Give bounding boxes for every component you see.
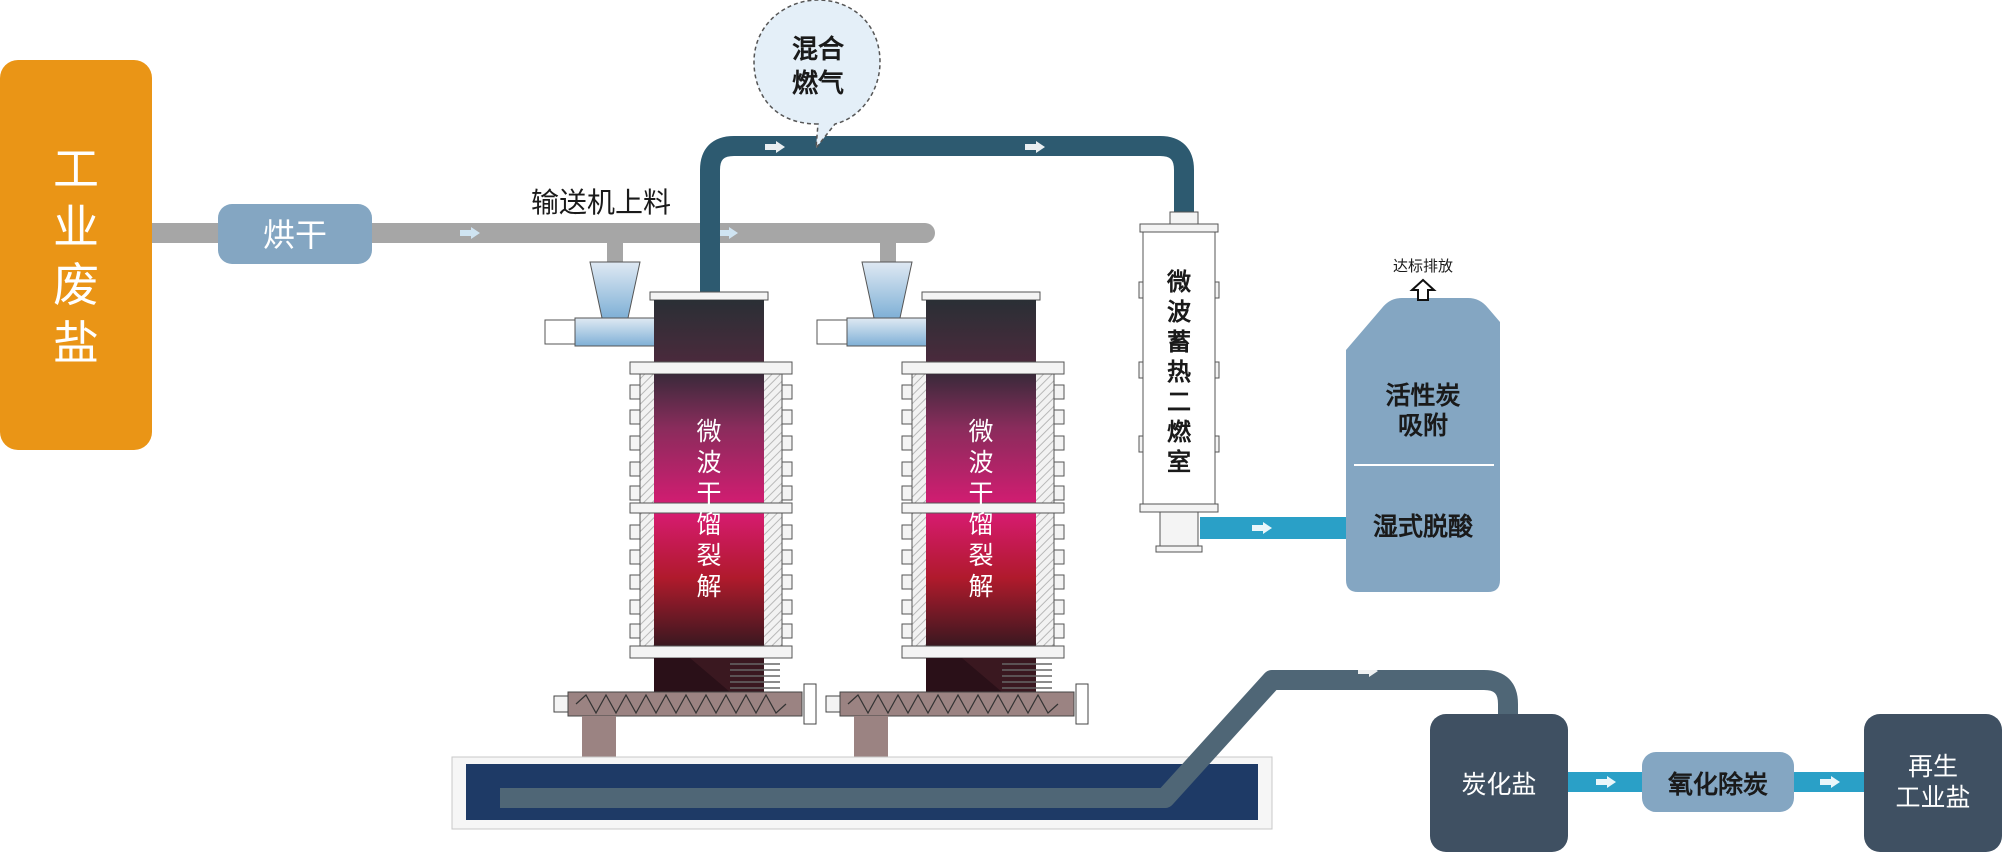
reactor-1-label-3: 干 <box>696 479 721 508</box>
reactor-1-label-2: 波 <box>696 448 721 477</box>
chamber-label-1: 微 <box>1166 268 1191 296</box>
chamber-label-7: 室 <box>1167 448 1191 476</box>
emission-label: 达标排放 <box>1393 257 1453 275</box>
cyan-link-2 <box>1794 772 1866 792</box>
mixed-gas-bubble: 混合 燃气 <box>753 0 881 151</box>
mixed-gas-pipe <box>700 136 1194 295</box>
scrubber-top-label-1: 活性炭 <box>1385 381 1460 410</box>
chamber-label-3: 蓄 <box>1167 328 1191 356</box>
reactor-1-label-6: 解 <box>696 572 721 601</box>
reactor-2-label-1: 微 <box>968 417 993 446</box>
scrubber-tower: 活性炭 吸附 湿式脱酸 <box>1346 298 1500 592</box>
carbonized-salt-box: 炭化盐 <box>1430 714 1568 852</box>
mixed-gas-label-1: 混合 <box>792 34 845 65</box>
regenerated-salt-box: 再生 工业盐 <box>1864 714 2002 852</box>
carbonized-salt-label: 炭化盐 <box>1461 770 1536 799</box>
reactor-2-label-5: 裂 <box>968 541 993 570</box>
source-label-2: 业 <box>53 200 99 254</box>
chamber-label-4: 热 <box>1167 358 1191 386</box>
chamber-label-5: 二 <box>1167 388 1191 416</box>
cyan-link-1 <box>1568 772 1644 792</box>
reactor-2-label-4: 馏 <box>968 510 993 539</box>
source-label-3: 废 <box>53 258 99 312</box>
reactor-2: 微 波 干 馏 裂 解 <box>816 261 1089 772</box>
chamber-label-2: 波 <box>1167 298 1192 326</box>
mixed-gas-label-2: 燃气 <box>792 68 844 99</box>
secondary-combustion-chamber: 微 波 蓄 热 二 燃 室 <box>1138 211 1220 553</box>
chamber-to-scrubber-pipe <box>1200 517 1348 539</box>
drying-box: 烘干 <box>218 204 372 264</box>
chamber-label-6: 燃 <box>1167 418 1192 446</box>
reactor-2-label-6: 解 <box>968 572 993 601</box>
reactor-2-label-3: 干 <box>968 479 993 508</box>
reactor-1-label-1: 微 <box>696 417 721 446</box>
industrial-waste-salt-box: 工 业 废 盐 <box>0 60 152 450</box>
source-label-4: 盐 <box>53 316 99 370</box>
source-label-1: 工 <box>53 142 99 196</box>
reactor-1-label-4: 馏 <box>696 510 721 539</box>
reactor-2-label-2: 波 <box>968 448 993 477</box>
drying-label: 烘干 <box>263 216 327 254</box>
reactor-1-label-5: 裂 <box>696 541 721 570</box>
oxidation-label: 氧化除炭 <box>1667 770 1768 799</box>
scrubber-bottom-label: 湿式脱酸 <box>1373 512 1474 541</box>
reactor-1: 微 波 干 馏 裂 解 <box>544 261 817 772</box>
regenerated-label-1: 再生 <box>1908 752 1958 781</box>
scrubber-top-label-2: 吸附 <box>1398 411 1448 440</box>
oxidation-box: 氧化除炭 <box>1642 752 1794 812</box>
conveyor-label: 输送机上料 <box>531 186 671 219</box>
up-arrow-icon <box>1409 278 1437 301</box>
regenerated-label-2: 工业盐 <box>1895 783 1970 812</box>
carbonized-salt-pipe <box>500 665 1518 808</box>
emission-group: 达标排放 <box>1393 257 1453 301</box>
